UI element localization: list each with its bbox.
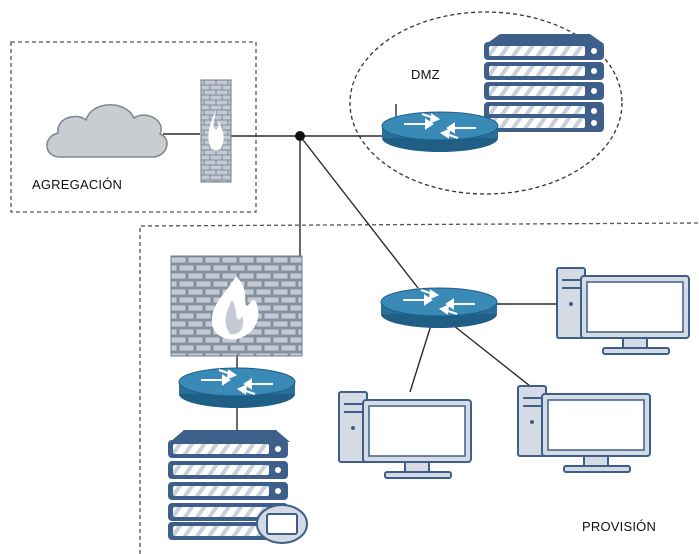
link-junction — [295, 131, 305, 141]
agregacion-zone — [10, 41, 257, 213]
provision-zone — [139, 222, 699, 554]
workstation-icon — [517, 385, 651, 473]
provision-router-right-icon — [380, 287, 498, 329]
cloud-icon — [46, 104, 168, 158]
firewall-large-icon — [170, 255, 303, 357]
agregacion-label: AGREGACIÓN — [32, 177, 123, 192]
workstation-icon — [556, 267, 690, 355]
provision-label: PROVISIÓN — [582, 519, 657, 534]
dmz-server-icon — [484, 34, 604, 132]
dmz-label: DMZ — [411, 67, 440, 82]
firewall-icon — [200, 79, 232, 183]
dmz-zone — [349, 11, 623, 195]
dmz-router-icon — [381, 104, 499, 153]
provision-router-left-icon — [178, 367, 296, 409]
workstation-icon — [338, 391, 472, 479]
provision-server-icon — [168, 430, 308, 544]
lock-icon — [256, 504, 308, 544]
